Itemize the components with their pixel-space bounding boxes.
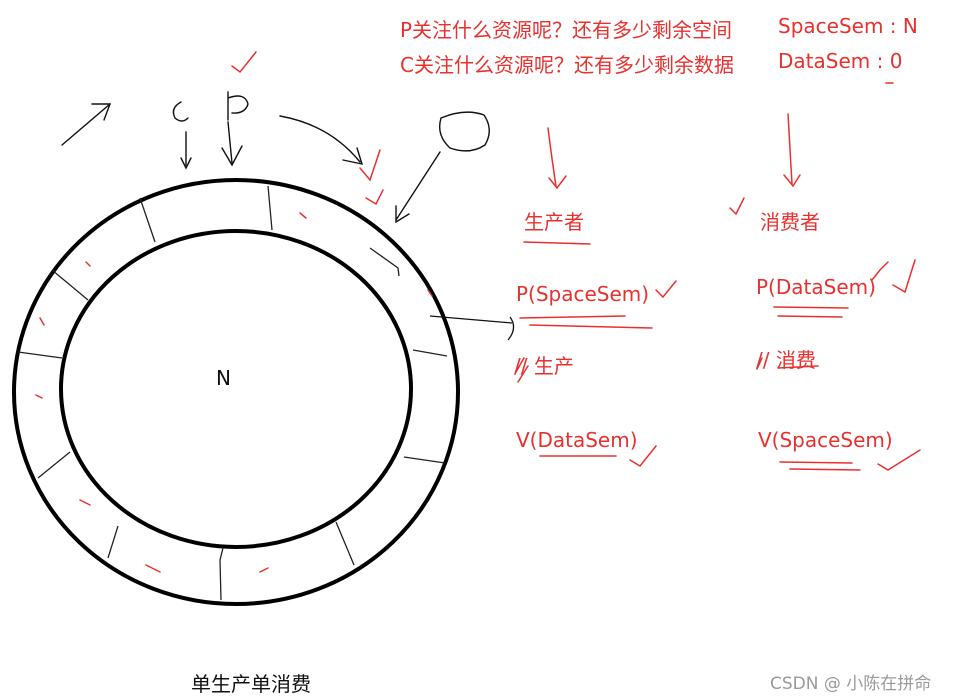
consumer-title: 消费者	[760, 210, 820, 234]
check-mark-icon	[655, 280, 677, 299]
ring-capacity-label: N	[216, 366, 231, 390]
data-sem-initial: DataSem : 0	[778, 49, 903, 73]
handwritten-arrows	[61, 91, 490, 224]
consumer-step-consume: // 消费	[756, 348, 816, 372]
check-mark-icon	[729, 197, 745, 216]
ring-to-code-arrow	[429, 315, 515, 341]
ring-outer-edge	[12, 178, 460, 606]
ring-inner-edge	[59, 229, 413, 549]
producer-step-produce: // 生产	[514, 354, 574, 378]
red-annotations	[35, 51, 921, 573]
producer-step-v: V(DataSem)	[516, 428, 638, 452]
ring-buffer	[12, 178, 460, 606]
ring-slot-dividers	[17, 185, 448, 601]
watermark: CSDN @ 小陈在拼命	[770, 674, 932, 694]
space-sem-initial: SpaceSem : N	[778, 14, 918, 38]
consumer-step-v: V(SpaceSem)	[758, 428, 893, 452]
diagram-caption: 单生产单消费	[191, 672, 311, 696]
producer-question: P关注什么资源呢？还有多少剩余空间	[400, 18, 733, 42]
producer-step-p: P(SpaceSem)	[516, 282, 650, 306]
check-mark-icon	[871, 259, 916, 294]
consumer-step-p: P(DataSem)	[756, 275, 876, 299]
producer-title: 生产者	[524, 210, 584, 234]
check-mark-icon	[231, 51, 257, 74]
check-mark-icon	[629, 445, 657, 467]
check-mark-icon	[877, 449, 921, 471]
consumer-question: C关注什么资源呢？还有多少剩余数据	[400, 53, 734, 77]
